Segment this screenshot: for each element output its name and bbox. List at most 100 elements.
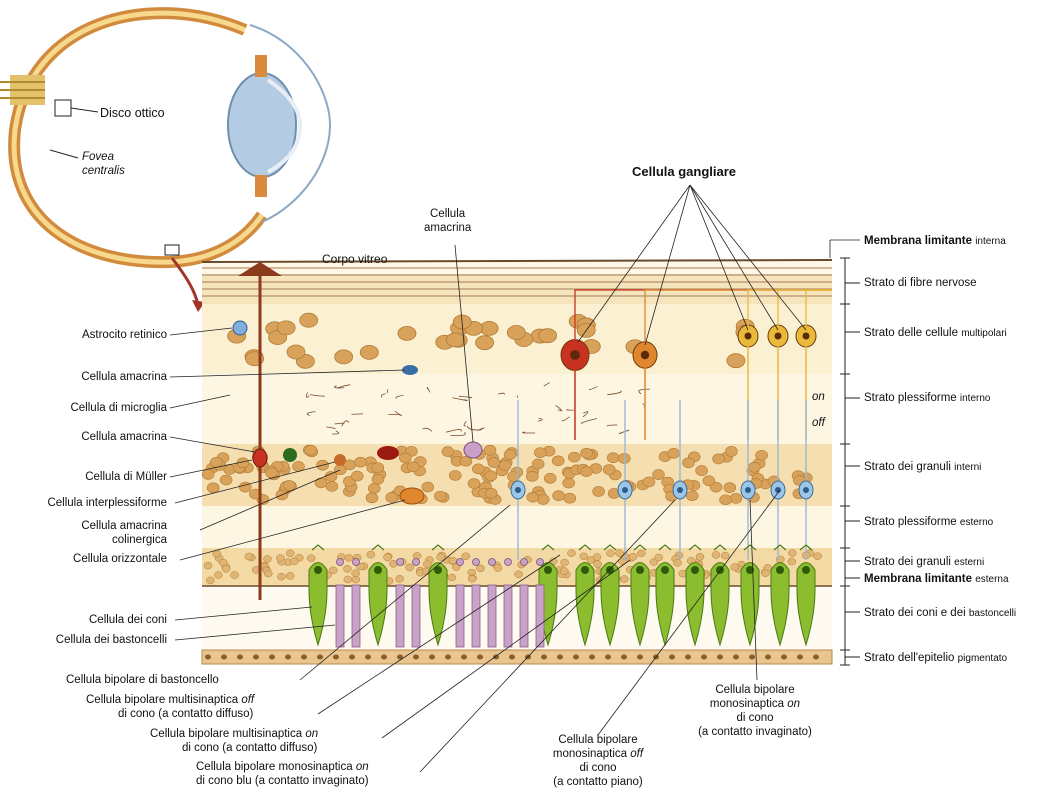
outer-nuclear-granule xyxy=(352,570,360,577)
label-bip-bastoncello: Cellula bipolare di bastoncello xyxy=(66,673,219,687)
rod-nucleus xyxy=(537,559,544,566)
epithelium-nucleus xyxy=(637,655,643,660)
outer-nuclear-granule xyxy=(721,552,729,559)
inner-nuclear-granule xyxy=(468,479,480,489)
inner-nuclear-granule xyxy=(220,475,232,485)
inner-nuclear-granule xyxy=(553,491,565,501)
epithelium-nucleus xyxy=(765,655,771,660)
epithelium-nucleus xyxy=(461,655,467,660)
rod-nucleus xyxy=(457,559,464,566)
inner-nuclear-granule xyxy=(326,481,338,491)
outer-nuclear-granule xyxy=(245,553,253,560)
rod-nucleus xyxy=(353,559,360,566)
epithelium-nucleus xyxy=(269,655,275,660)
outer-nuclear-granule xyxy=(462,553,470,560)
inner-nuclear-granule xyxy=(488,458,500,468)
ganglion-layer-nucleus xyxy=(335,350,353,364)
inner-nuclear-granule xyxy=(485,488,497,498)
inner-nuclear-granule xyxy=(504,450,516,460)
epithelium-nucleus xyxy=(685,655,691,660)
epithelium-nucleus xyxy=(589,655,595,660)
rod-cell xyxy=(536,585,544,647)
label-muller: Cellula di Müller xyxy=(85,470,167,484)
amacrine-red xyxy=(377,446,399,460)
inner-nuclear-granule xyxy=(472,464,484,474)
inner-nuclear-granule xyxy=(748,462,760,472)
inner-nuclear-granule xyxy=(434,491,446,501)
inner-nuclear-granule xyxy=(603,465,615,475)
cone-nucleus xyxy=(581,566,589,574)
inner-nuclear-granule xyxy=(354,457,366,467)
label-fovea-1: Fovea xyxy=(82,150,114,164)
epithelium-nucleus xyxy=(477,655,483,660)
inner-nuclear-granule xyxy=(407,462,419,472)
epithelium-nucleus xyxy=(717,655,723,660)
label-interplessiforme: Cellula interplessiforme xyxy=(47,496,167,510)
rod-cell xyxy=(488,585,496,647)
epithelium-nucleus xyxy=(205,655,211,660)
inner-nuclear-granule xyxy=(643,477,655,487)
epithelium-nucleus xyxy=(797,655,803,660)
outer-nuclear-granule xyxy=(219,559,227,566)
epithelium-nucleus xyxy=(557,655,563,660)
rod-cell xyxy=(456,585,464,647)
epithelium-nucleus xyxy=(573,655,579,660)
outer-nuclear-granule xyxy=(637,550,645,557)
outer-nuclear-granule xyxy=(437,554,445,561)
cone-nucleus xyxy=(374,566,382,574)
cone-nucleus xyxy=(661,566,669,574)
outer-nuclear-granule xyxy=(307,555,315,562)
label-strato-granuli-esterni: Strato dei granuli esterni xyxy=(864,555,984,570)
inner-nuclear-granule xyxy=(484,445,496,455)
outer-nuclear-granule xyxy=(788,550,796,557)
label-bip-mono-off: Cellula bipolare monosinaptica off di co… xyxy=(528,733,668,789)
outer-nuclear-granule xyxy=(384,554,392,561)
inner-nuclear-granule xyxy=(686,491,698,501)
epithelium-nucleus xyxy=(301,655,307,660)
label-coni: Cellula dei coni xyxy=(89,613,167,627)
label-amacrina-top-2: amacrina xyxy=(424,221,471,235)
inner-nuclear-granule xyxy=(564,493,576,503)
label-microglia: Cellula di microglia xyxy=(70,401,167,415)
bipolar-nucleus xyxy=(745,487,751,493)
outer-nuclear-granule xyxy=(286,572,294,579)
epithelium-nucleus xyxy=(749,655,755,660)
outer-nuclear-granule xyxy=(396,575,404,582)
outer-nuclear-granule xyxy=(468,575,476,582)
outer-nuclear-granule xyxy=(593,554,601,561)
outer-nuclear-granule xyxy=(712,551,720,558)
inner-nuclear-granule xyxy=(372,463,384,473)
label-strato-coni: Strato dei coni e dei bastoncelli xyxy=(864,606,1016,621)
label-strato-multipolari: Strato delle cellule multipolari xyxy=(864,326,1007,341)
inner-nuclear-granule xyxy=(351,471,363,481)
epithelium-nucleus xyxy=(669,655,675,660)
cone-nucleus xyxy=(776,566,784,574)
inner-limiting-membrane xyxy=(202,260,832,262)
label-amacrina-left-1: Cellula amacrina xyxy=(81,370,167,384)
epithelium-nucleus xyxy=(221,655,227,660)
inner-nuclear-granule xyxy=(552,456,564,466)
epithelium-nucleus xyxy=(333,655,339,660)
ganglion-layer-nucleus xyxy=(727,354,745,368)
horizontal-cell xyxy=(400,488,424,504)
epithelium-nucleus xyxy=(237,655,243,660)
rod-cell xyxy=(336,585,344,647)
label-bip-mono-on: Cellula bipolare monosinaptica on di con… xyxy=(680,683,830,739)
label-fovea-2: centralis xyxy=(82,164,125,178)
epithelium-nucleus xyxy=(701,655,707,660)
epithelium-nucleus xyxy=(733,655,739,660)
rod-nucleus xyxy=(473,559,480,566)
bipolar-nucleus xyxy=(803,487,809,493)
label-amacrina-colinergica-2: colinergica xyxy=(112,533,167,547)
ganglion-layer-nucleus xyxy=(300,313,318,327)
ganglion-nucleus xyxy=(745,333,752,340)
bipolar-nucleus xyxy=(515,487,521,493)
outer-nuclear-granule xyxy=(448,574,456,581)
layer-ticks xyxy=(840,258,860,665)
rod-nucleus xyxy=(489,559,496,566)
rod-cell xyxy=(472,585,480,647)
inner-nuclear-granule xyxy=(713,454,725,464)
outer-nuclear-granule xyxy=(214,572,222,579)
outer-nuclear-granule xyxy=(329,567,337,574)
